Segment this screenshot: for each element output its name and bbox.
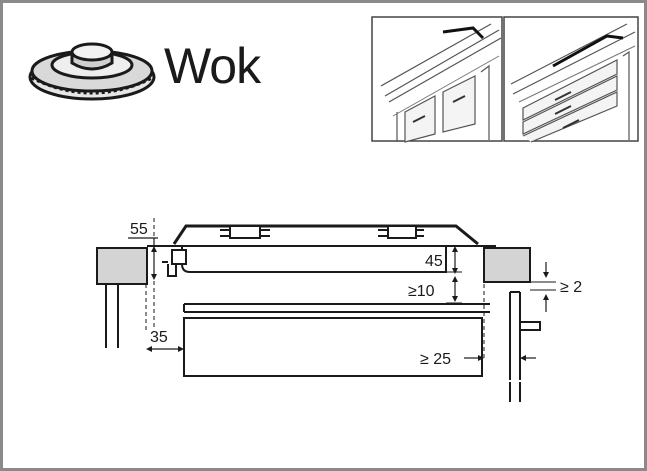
dim-45-label: 45 (425, 253, 443, 270)
left-worktop (96, 247, 148, 285)
installation-cross-section: 55 45 ≥10 ≥ 2 35 ≥ 25 (96, 218, 582, 402)
hob-body (181, 246, 447, 273)
dim-2-label: ≥ 2 (560, 279, 582, 296)
installation-thumbnails (371, 16, 639, 143)
right-worktop (483, 247, 531, 283)
drawers-icon (503, 16, 639, 143)
dim-25-label: ≥ 25 (420, 351, 451, 368)
cabinet-doors-icon (371, 16, 503, 143)
dim-10-label: ≥10 (408, 283, 435, 300)
gas-connector-icon (162, 249, 187, 277)
page-title: Wok (164, 38, 261, 94)
drawer-front (183, 317, 483, 377)
dim-55-label: 55 (130, 221, 148, 238)
dim-35-label: 35 (150, 329, 168, 346)
wok-burner-icon (28, 42, 156, 101)
pan-support (172, 224, 479, 246)
